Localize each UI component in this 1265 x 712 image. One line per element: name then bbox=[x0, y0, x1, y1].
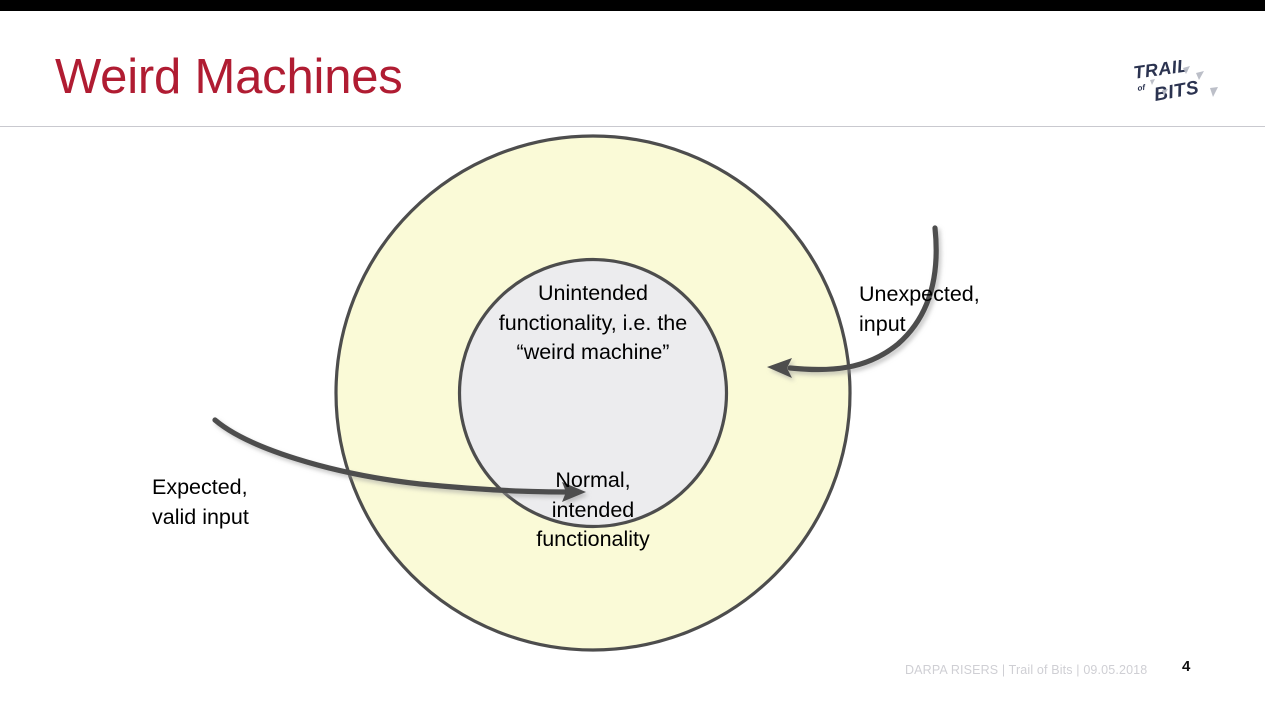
logo-accent-1 bbox=[1183, 66, 1190, 74]
expected-input-arrow bbox=[212, 417, 586, 502]
logo-text-bits: BITS bbox=[1152, 77, 1200, 104]
outer-circle-label-line-1: Unintended bbox=[538, 281, 648, 305]
unexpected-input-label: Unexpected, input bbox=[859, 280, 980, 339]
inner-circle-label-line-2: intended bbox=[551, 497, 635, 522]
page-number: 4 bbox=[1182, 658, 1191, 675]
logo-text-of: of bbox=[1137, 83, 1147, 93]
header-divider bbox=[0, 126, 1265, 127]
unexpected-input-label-line-2: input bbox=[859, 311, 906, 336]
expected-input-label-line-1: Expected, bbox=[152, 475, 248, 499]
outer-circle-label: Unintended functionality, i.e. the “weir… bbox=[468, 279, 718, 368]
inner-circle-label-line-1: Normal, bbox=[555, 468, 631, 492]
inner-circle-label: Normal, intended functionality bbox=[493, 466, 693, 555]
outer-circle-label-line-3: “weird machine” bbox=[516, 340, 670, 364]
logo-accent-2 bbox=[1196, 71, 1204, 80]
page-title: Weird Machines bbox=[55, 50, 403, 104]
expected-input-label-line-2: valid input bbox=[152, 504, 249, 529]
slide-header: Weird Machines TRAIL of BITS bbox=[0, 11, 1265, 127]
logo-accent-4 bbox=[1210, 87, 1218, 97]
inner-circle-label-line-3: functionality bbox=[536, 527, 650, 551]
top-black-band bbox=[0, 0, 1265, 11]
unexpected-input-label-line-1: Unexpected, bbox=[859, 282, 980, 306]
outer-circle-label-line-2: functionality, i.e. the bbox=[498, 310, 688, 335]
footer-credit: DARPA RISERS | Trail of Bits | 09.05.201… bbox=[905, 663, 1148, 677]
logo-accent-5 bbox=[1150, 79, 1155, 85]
trail-of-bits-logo: TRAIL of BITS bbox=[1126, 55, 1222, 106]
expected-input-label: Expected, valid input bbox=[152, 473, 249, 532]
logo-accent-3 bbox=[1162, 89, 1168, 96]
inner-circle bbox=[457, 257, 729, 529]
unexpected-input-arrow bbox=[767, 225, 939, 378]
weird-machine-diagram: Unintended functionality, i.e. the “weir… bbox=[0, 116, 1265, 712]
